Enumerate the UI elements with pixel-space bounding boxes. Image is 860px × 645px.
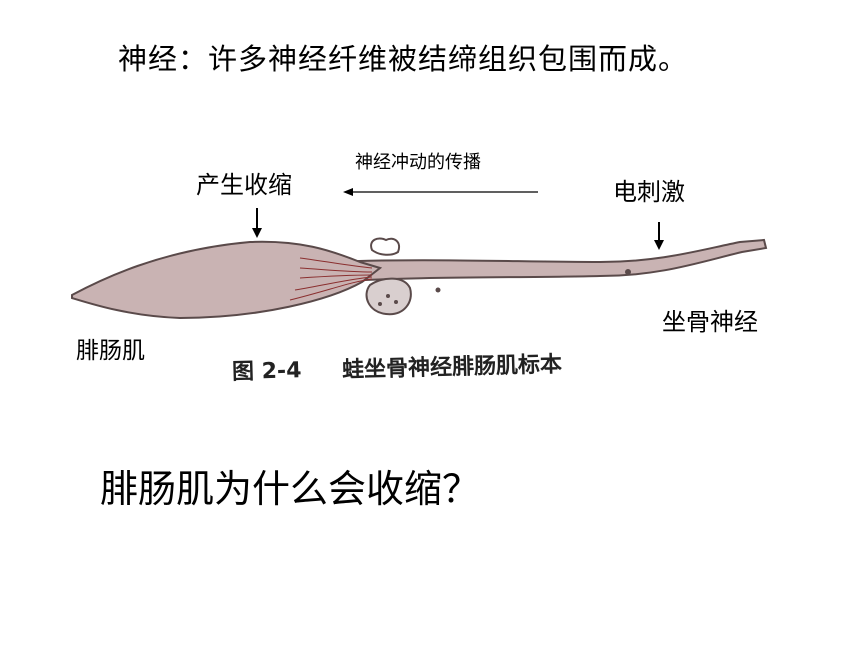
page-title: 神经：许多神经纤维被结缔组织包围而成。	[118, 42, 689, 76]
question-text: 腓肠肌为什么会收缩？	[100, 467, 481, 511]
muscle-fiber-lines	[289, 257, 373, 301]
conduction-label: 神经冲动的传播	[355, 152, 481, 173]
figure-number: 图 2-4	[231, 358, 302, 385]
gastrocnemius-label: 腓肠肌	[76, 338, 145, 364]
contraction-arrow	[252, 208, 262, 238]
contraction-label: 产生收缩	[196, 171, 292, 199]
sciatic-nerve-label: 坐骨神经	[662, 308, 758, 336]
stimulus-arrow	[654, 222, 664, 250]
sciatic-nerve-shape	[329, 238, 768, 284]
gastrocnemius-shape	[71, 240, 383, 320]
conduction-arrow	[343, 188, 538, 196]
stimulus-label: 电刺激	[613, 178, 685, 206]
femur-bone-fragment	[365, 237, 441, 316]
figure-caption: 蛙坐骨神经腓肠肌标本	[341, 352, 563, 383]
